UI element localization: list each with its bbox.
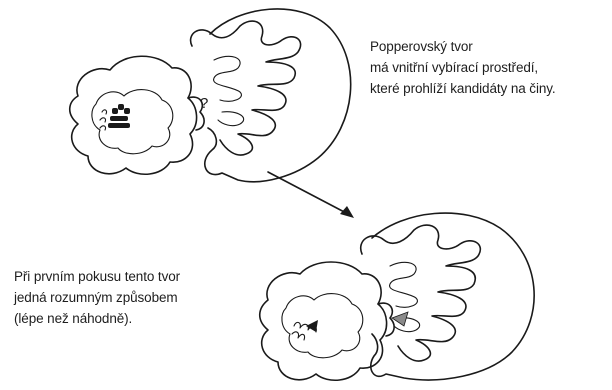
arrow-head bbox=[340, 206, 354, 218]
top-inner-room bbox=[92, 90, 173, 154]
top-brain-folds bbox=[191, 21, 301, 155]
caption-top-line-1: Popperovský tvor bbox=[370, 36, 556, 57]
question-mark: ? bbox=[200, 95, 208, 112]
caption-bottom-line-1: Při prvním pokusu tento tvor bbox=[14, 266, 180, 287]
bottom-brain-folds bbox=[361, 225, 481, 361]
top-head-outline bbox=[205, 9, 351, 182]
caption-bottom-line-2: jedná rozumným způsobem bbox=[14, 287, 180, 308]
caption-top-line-3: které prohlíží kandidáty na činy. bbox=[370, 78, 556, 99]
caption-top-line-2: má vnitřní vybírací prostředí, bbox=[370, 57, 556, 78]
top-candidate-cluster bbox=[108, 104, 130, 128]
caption-bottom: Při prvním pokusu tento tvor jedná rozum… bbox=[14, 266, 180, 329]
caption-top: Popperovský tvor má vnitřní vybírací pro… bbox=[370, 36, 556, 99]
bottom-head-outline bbox=[371, 213, 534, 380]
top-inner-body bbox=[70, 56, 197, 174]
caption-bottom-line-3: (lépe než náhodně). bbox=[14, 308, 180, 329]
bottom-inner-body bbox=[260, 262, 387, 380]
bottom-creature-illustration bbox=[260, 213, 534, 380]
top-candidate-squiggles bbox=[100, 110, 107, 130]
top-creature-illustration bbox=[70, 9, 351, 182]
transition-arrow bbox=[268, 172, 354, 218]
top-brain-inner-loops bbox=[214, 56, 244, 125]
arrow-shaft bbox=[268, 172, 350, 215]
